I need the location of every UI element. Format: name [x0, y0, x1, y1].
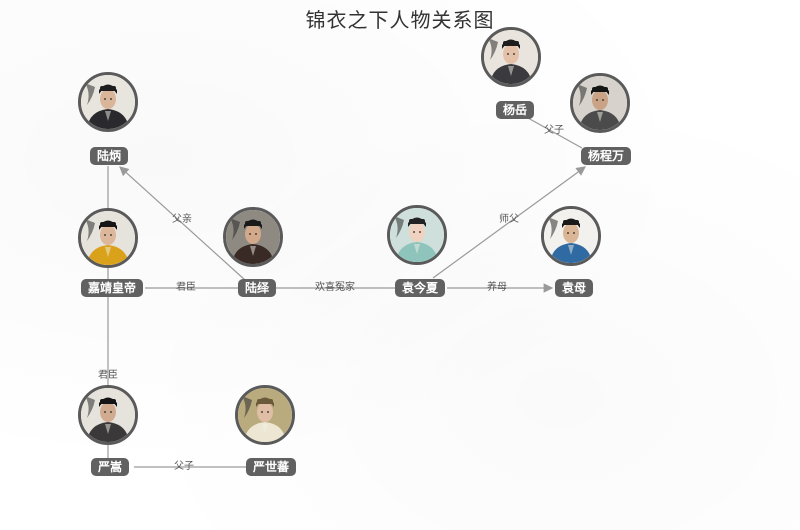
name-tag-yansong[interactable]: 严嵩 [90, 458, 130, 476]
diagram-title: 锦衣之下人物关系图 [305, 8, 495, 32]
portrait-yuanjinxia-icon [390, 208, 444, 262]
avatar-yuanjinxia[interactable] [387, 205, 447, 265]
avatar-jiajing[interactable] [78, 208, 138, 268]
name-tag-jiajing[interactable]: 嘉靖皇帝 [80, 279, 144, 297]
portrait-luyi-icon [226, 210, 280, 264]
portrait-jiajing-icon [81, 211, 135, 265]
edge-luyi-lubing [119, 166, 246, 281]
name-tag-luyi[interactable]: 陆绎 [237, 279, 277, 297]
name-tag-yuanmu[interactable]: 袁母 [554, 279, 594, 297]
avatar-yangyue[interactable] [481, 27, 541, 87]
edge-label-luyi-jiajing: 君臣 [176, 281, 196, 293]
portrait-yansong-icon [81, 388, 135, 442]
name-tag-yuanjinxia[interactable]: 袁今夏 [394, 279, 446, 297]
edge-label-yuanjinxia-yuanmu: 养母 [487, 280, 507, 293]
name-tag-yangyue[interactable]: 杨岳 [495, 101, 535, 119]
portrait-lubing-icon [81, 75, 135, 129]
edge-label-yangyue-yangchengwan: 父子 [544, 124, 564, 136]
avatar-luyi[interactable] [223, 207, 283, 267]
edge-label-luyi-lubing: 父亲 [172, 212, 192, 225]
avatar-yanshifan[interactable] [235, 385, 295, 445]
portrait-yanshifan-icon [238, 388, 292, 442]
portrait-yangchengwan-icon [573, 76, 627, 130]
name-tag-yanshifan[interactable]: 严世蕃 [245, 458, 297, 476]
avatar-yuanmu[interactable] [541, 206, 601, 266]
edge-label-luyi-yuanjinxia: 欢喜冤家 [315, 280, 355, 293]
edge-yangyue-yangchengwan [527, 117, 583, 149]
name-tag-yangchengwan[interactable]: 杨程万 [580, 147, 632, 165]
avatar-lubing[interactable] [78, 72, 138, 132]
avatar-yansong[interactable] [78, 385, 138, 445]
avatar-yangchengwan[interactable] [570, 73, 630, 133]
edge-label-jiajing-yansong: 君臣 [98, 369, 118, 381]
portrait-yangyue-icon [484, 30, 538, 84]
edge-yuanjinxia-yangchengwan [432, 166, 586, 279]
edge-label-yansong-yanshifan: 父子 [174, 460, 194, 472]
name-tag-lubing[interactable]: 陆炳 [89, 147, 129, 165]
edge-label-yuanjinxia-yangchengwan: 师父 [499, 212, 519, 225]
portrait-yuanmu-icon [544, 209, 598, 263]
